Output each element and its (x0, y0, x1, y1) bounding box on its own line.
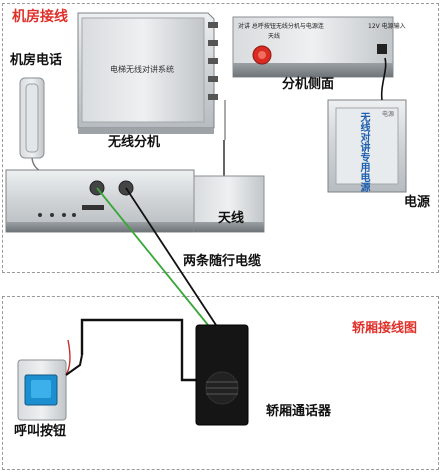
call-button-label: 呼叫按钮 (14, 424, 67, 439)
wireless-unit-label: 无线分机 (108, 135, 161, 150)
car-frame (2, 296, 439, 470)
car-intercom-label: 轿厢通话器 (266, 404, 332, 419)
power-supply-label: 电源 (404, 195, 431, 210)
unit-side-panel (232, 16, 394, 78)
wireless-unit-device (77, 12, 218, 134)
car-intercom-device (195, 324, 249, 426)
car-wiring-title: 轿厢接线图 (352, 321, 418, 336)
car-wiring-lines (65, 318, 200, 382)
trailing-cables (96, 187, 217, 326)
power-box-logo-text: 电源 (382, 111, 395, 118)
wireless-unit-front-panel (5, 169, 265, 233)
machine-room-wiring-title: 机房接线 (12, 9, 68, 25)
antenna-label: 天线 (218, 211, 245, 226)
power-box-vertical-text: 无线对讲专用电源 (358, 112, 369, 192)
unit-front-text: 电梯无线对讲系统 (110, 65, 174, 74)
call-button-device (17, 339, 71, 421)
machine-room-phone-label: 机房电话 (10, 53, 63, 68)
power-supply-device (327, 57, 407, 193)
unit-side-right-text: 12V 电源输入 (368, 23, 406, 30)
unit-side-left-text: 对讲 总呼按钮无线分机与电源连 (238, 23, 324, 30)
machine-room-phone (19, 77, 67, 206)
trailing-cables-label: 两条随行电缆 (183, 254, 262, 269)
unit-side-label: 分机侧面 (282, 77, 335, 92)
unit-side-sub-text: 天线 (268, 33, 281, 40)
machine-room-frame (2, 3, 439, 273)
